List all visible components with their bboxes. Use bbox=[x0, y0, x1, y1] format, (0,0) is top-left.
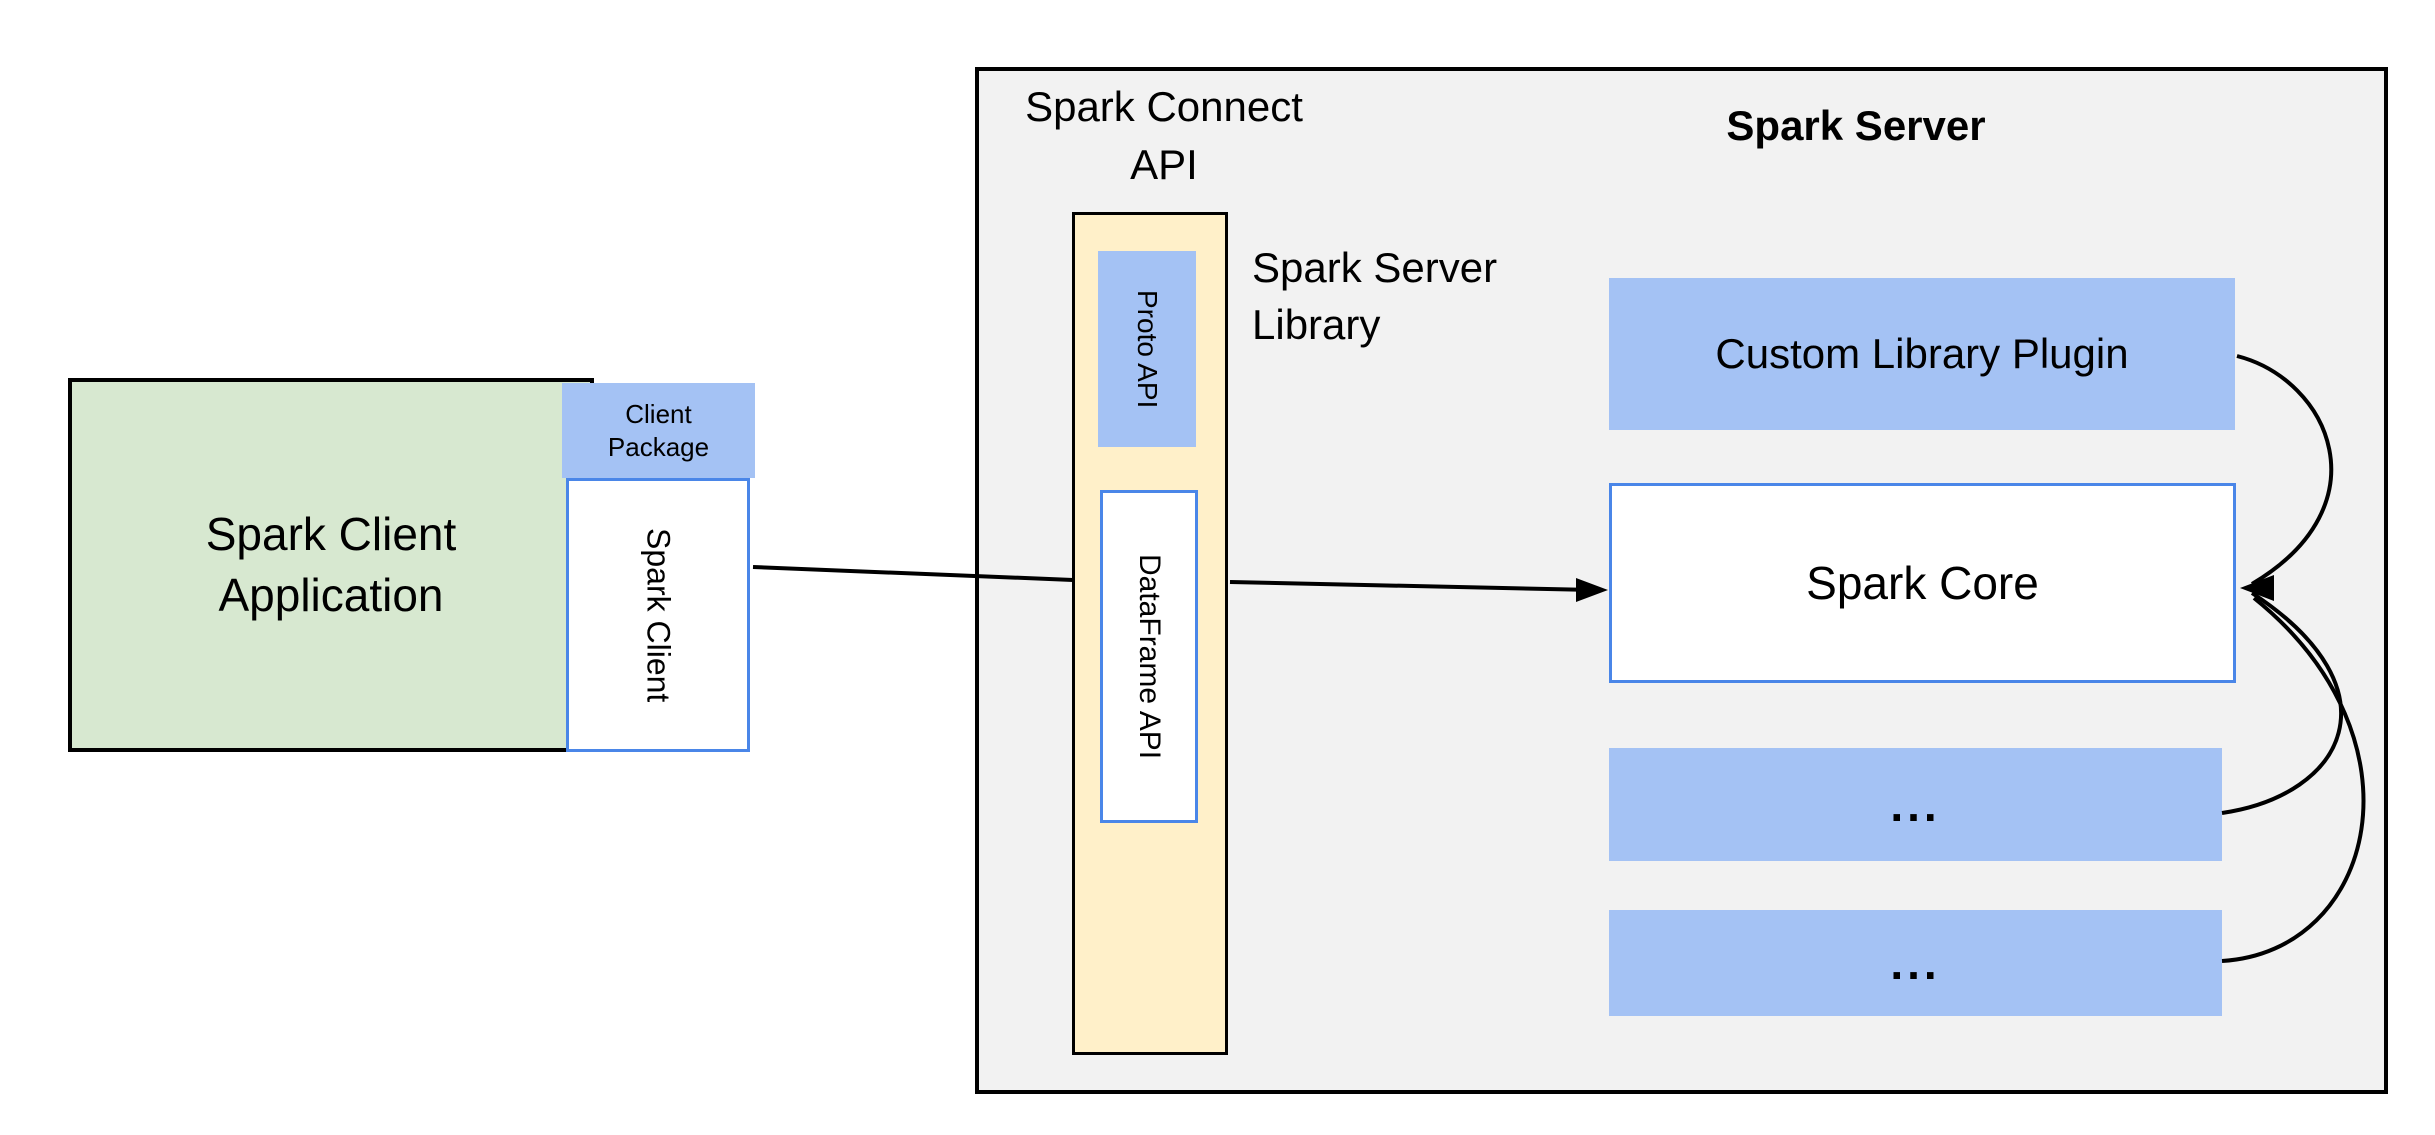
spark-server-library-line2: Library bbox=[1252, 300, 1381, 348]
client-package-label-line1: Client bbox=[625, 399, 692, 429]
custom-library-plugin-box: Custom Library Plugin bbox=[1609, 278, 2235, 430]
dataframe-api-box: DataFrame API bbox=[1100, 490, 1198, 823]
spark-core-label: Spark Core bbox=[1806, 557, 2039, 609]
plugin-slot-1-box: ... bbox=[1609, 748, 2222, 861]
client-app-label-line1: Spark Client bbox=[205, 508, 457, 561]
spark-client-box: Spark Client bbox=[566, 478, 750, 752]
spark-server-library-label: Spark Server Library bbox=[1252, 240, 1592, 353]
spark-server-title: Spark Server bbox=[1726, 102, 1986, 149]
client-package-box: Client Package bbox=[562, 383, 755, 478]
proto-api-label: Proto API bbox=[1132, 289, 1163, 409]
dataframe-api-label: DataFrame API bbox=[1133, 553, 1166, 760]
plugin-slot-2-label: ... bbox=[1890, 937, 1941, 989]
plugin-slot-1-label: ... bbox=[1890, 778, 1941, 831]
plugin-slot-2-box: ... bbox=[1609, 910, 2222, 1016]
spark-connect-api-label: Spark Connect API bbox=[1014, 78, 1314, 194]
spark-connect-api-label-line1: Spark Connect bbox=[1025, 83, 1303, 130]
spark-connect-api-label-line2: API bbox=[1130, 140, 1198, 188]
custom-library-plugin-label: Custom Library Plugin bbox=[1715, 330, 2129, 377]
spark-client-label: Spark Client bbox=[640, 527, 677, 703]
spark-client-application-box: Spark Client Application bbox=[68, 378, 594, 752]
spark-core-box: Spark Core bbox=[1609, 483, 2236, 683]
client-app-label-line2: Application bbox=[218, 569, 444, 621]
spark-server-library-line1: Spark Server bbox=[1252, 244, 1498, 291]
client-package-label-line2: Package bbox=[607, 431, 710, 462]
proto-api-box: Proto API bbox=[1098, 251, 1196, 447]
